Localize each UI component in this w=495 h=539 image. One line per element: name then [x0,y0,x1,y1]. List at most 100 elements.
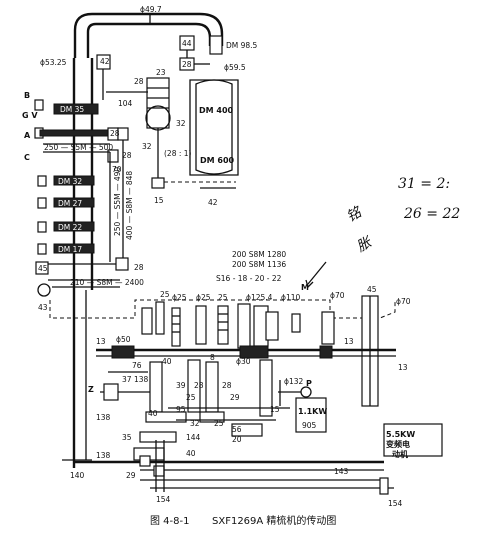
label-motor-power: 5.5KW [386,430,415,439]
label-42b: 42 [208,198,218,207]
label-phi49: ϕ49.7 [140,5,162,14]
label-35: 35 [122,433,132,442]
label-25b: 25 [218,293,228,302]
label-15a: 15 [154,196,164,205]
pulley-dm98 [209,35,223,55]
label-belt1136: 200 S8M 1136 [232,260,286,269]
label-phi25b: ϕ25 [196,293,211,302]
gear-45a [35,261,49,275]
label-40b: 40 [148,409,158,418]
label-dm98: DM 98.5 [226,41,258,50]
label-motor-line2: 变频电 [386,439,410,449]
label-phi132: ϕ132 [284,377,303,386]
label-B: B [24,91,30,100]
label-28d: 28 [122,151,132,160]
label-143: 143 [334,467,349,476]
dm400-housing [189,79,239,176]
drum-dm35 [53,103,99,115]
label-phi53: ϕ53.25 [40,58,67,67]
label-44: 44 [182,39,192,48]
label-8: 8 [210,353,215,362]
label-45a: 45 [38,264,48,273]
label-GV: G V [22,111,38,120]
label-28b: 28 [134,77,144,86]
label-dm-4: DM 17 [58,245,82,254]
drum-3 [53,221,95,232]
label-32c: 32 [190,419,200,428]
label-dm-2: DM 27 [58,199,82,208]
label-70a: 70 [112,165,122,174]
label-belt490: 250 — S5M — 490 [113,167,122,236]
motor-5-5kw [383,423,443,457]
label-40a: 40 [162,357,172,366]
label-138b: 138 [96,413,111,422]
label-43: 43 [38,303,48,312]
label-dm400: DM 400 [199,106,234,115]
label-13c: 13 [398,363,408,372]
label-138c: 138 [96,451,111,460]
handwritten-arrow [307,261,327,285]
figure-number: 图 4-8-1 [150,515,189,527]
drum-1 [53,175,95,186]
label-104: 104 [118,99,133,108]
label-29b: 29 [126,471,136,480]
handwritten-note-4: 胀 [354,234,376,256]
label-dm-3: DM 22 [58,223,82,232]
label-95: 95 [176,405,186,414]
label-37: 37 [122,375,132,384]
label-phi70a: ϕ70 [330,291,345,300]
label-dm35: DM 35 [60,105,84,114]
label-15b: 15 [270,405,280,414]
label-13a: 13 [96,337,106,346]
label-belt250: 250 — S5M — 500 [44,143,113,152]
label-20: 20 [232,435,242,444]
motor-1kw [295,397,327,433]
label-28a: 28 [182,60,192,69]
label-23: 23 [156,68,166,77]
label-dm-1: DM 32 [58,177,82,186]
label-28c: 28 [110,129,120,138]
gear-stack-23 [146,77,170,129]
gear-15a [151,177,165,189]
label-P: P [306,379,312,388]
label-phi110: ϕ110 [281,293,300,302]
label-29a: 29 [230,393,240,402]
label-A: A [24,131,31,140]
label-28e: 28 [134,263,144,272]
label-32a: 32 [176,119,186,128]
label-905: 905 [302,421,317,430]
label-phi25a: ϕ25 [172,293,187,302]
label-154b: 154 [388,499,403,508]
label-138a: 138 [134,375,149,384]
label-28g: 28 [222,381,232,390]
label-45b: 45 [367,285,377,294]
label-phi59: ϕ59.5 [224,63,246,72]
label-32b: 32 [142,142,152,151]
label-phi30: ϕ30 [236,357,251,366]
drum-2 [53,197,95,208]
handwritten-note-1: 31 = 2: [398,176,450,192]
label-39: 39 [176,381,186,390]
label-28f: 28 [194,381,204,390]
label-phi125: ϕ125.4 [246,293,273,302]
label-belt2400: 210 — S8M — 2400 [70,278,144,287]
label-phi70b: ϕ70 [396,297,411,306]
left-belt-system [34,58,129,297]
handwritten-note-2: 26 = 22 [403,206,460,222]
drum-4 [53,243,95,254]
main-machinery [49,290,443,495]
label-144: 144 [186,433,201,442]
label-76: 76 [132,361,142,370]
label-belt1280: 200 S8M 1280 [232,250,286,259]
label-25d: 25 [214,419,224,428]
main-drive-block [106,77,239,189]
label-25c: 25 [186,393,196,402]
label-phi50: ϕ50 [116,335,131,344]
label-13b: 13 [344,337,354,346]
label-154a: 154 [156,495,171,504]
label-140: 140 [70,471,85,480]
label-motor-line3: 动机 [392,449,408,459]
label-56: 56 [232,425,242,434]
